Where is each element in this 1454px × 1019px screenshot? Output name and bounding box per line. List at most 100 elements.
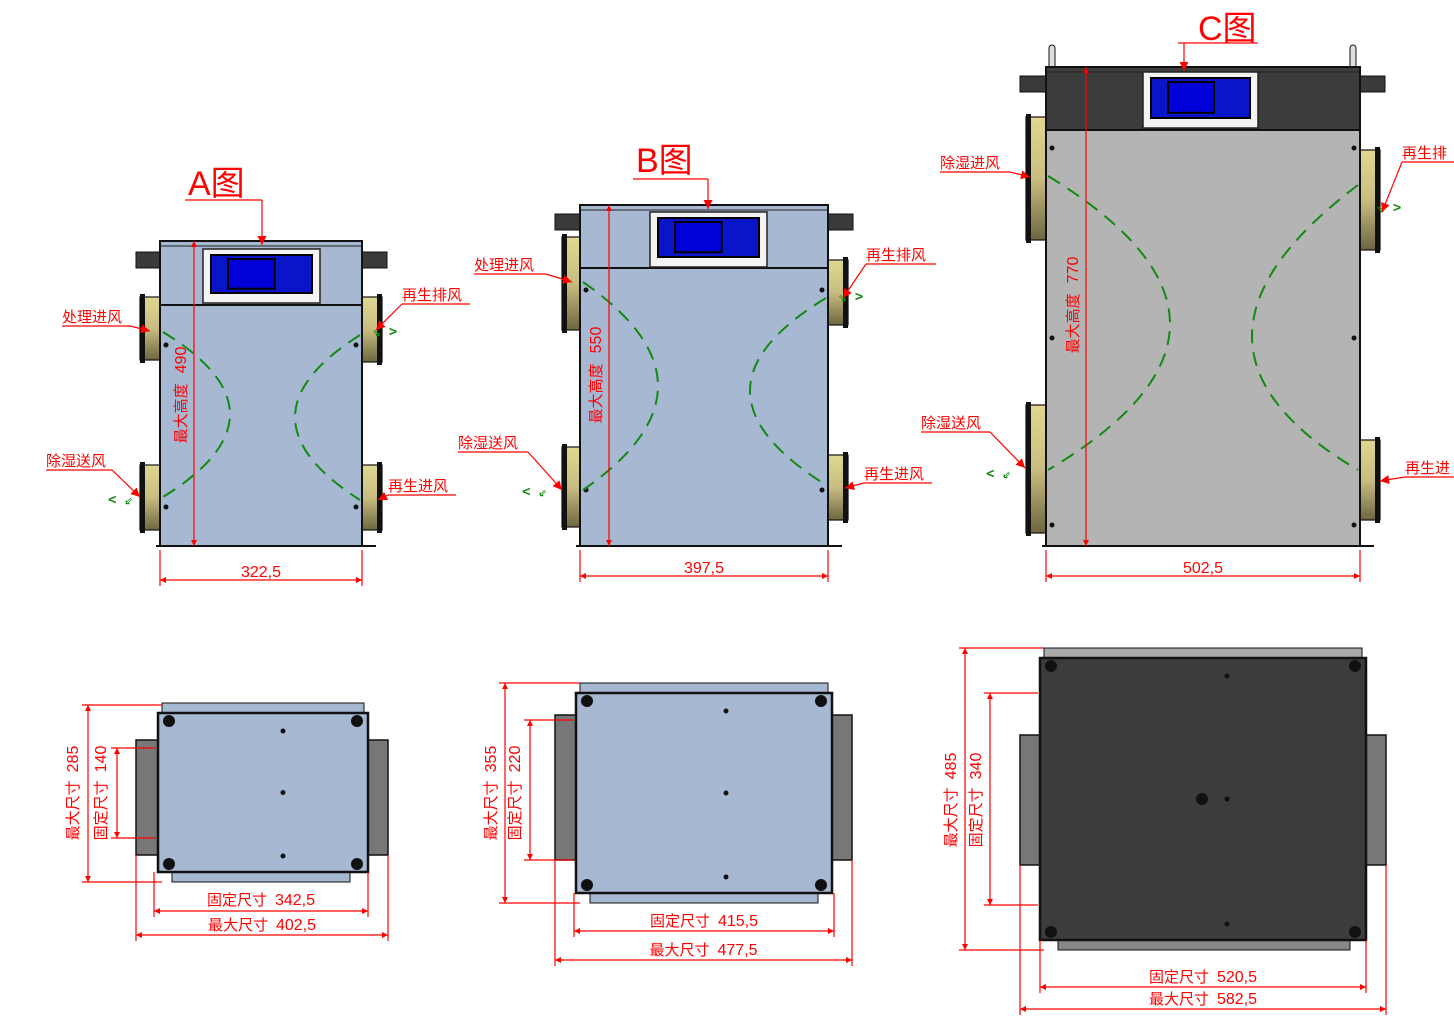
fixed-depth-text-value: 340 bbox=[968, 753, 985, 780]
airflow-path-right bbox=[294, 334, 361, 501]
unit-base bbox=[156, 711, 370, 874]
callout-bottom-right-text: 再生进风 bbox=[388, 477, 448, 495]
mounting-foot bbox=[1045, 926, 1057, 938]
callout-top-left: 处理进风 bbox=[474, 256, 573, 284]
max-depth-text: 最大尺寸285 bbox=[64, 746, 82, 841]
fixed-depth-text: 固定尺寸140 bbox=[92, 746, 110, 841]
height-dimension-text-label: 最大高度 bbox=[1064, 293, 1082, 353]
fixed-width-text-label: 固定尺寸 bbox=[1149, 968, 1209, 986]
mounting-foot bbox=[351, 858, 363, 870]
callout-top-left-text: 处理进风 bbox=[474, 256, 534, 274]
max-depth-text: 最大尺寸 355 bbox=[482, 746, 500, 841]
duct-flange bbox=[1026, 402, 1031, 536]
width-dimension-value: 502,5 bbox=[1183, 560, 1223, 577]
screw bbox=[353, 342, 359, 348]
callout-top-right-leader bbox=[842, 263, 867, 299]
max-depth-text-label: 最大尺寸 bbox=[482, 780, 500, 840]
max-width-text-label: 最大尺寸 bbox=[208, 916, 268, 934]
screw bbox=[1049, 522, 1055, 528]
screw bbox=[819, 287, 825, 293]
mount-bracket-left bbox=[554, 213, 581, 231]
base-strip bbox=[1057, 939, 1351, 951]
height-dimension-text: 最大高度490 bbox=[172, 347, 190, 444]
height-dimension-text-label: 最大高度 bbox=[587, 363, 605, 423]
fixed-width-text-value: 520,5 bbox=[1217, 969, 1257, 986]
display-window bbox=[227, 258, 276, 290]
fixed-width-text-value: 415,5 bbox=[718, 913, 758, 930]
mounting-foot bbox=[1349, 660, 1361, 672]
duct-flange bbox=[377, 462, 382, 533]
view-title: C图 bbox=[1198, 10, 1257, 48]
callout-bottom-right: 再生进风 bbox=[844, 465, 932, 491]
max-width-text-label: 最大尺寸 bbox=[1149, 990, 1209, 1008]
fixed-depth-text: 固定尺寸220 bbox=[506, 746, 524, 841]
height-dimension-text: 最大高度770 bbox=[1064, 257, 1082, 354]
airflow-out-arrow-icon: ⇘ > bbox=[1376, 200, 1401, 216]
callout-bottom-right-leader bbox=[1379, 475, 1406, 485]
callout-bottom-left-leader bbox=[527, 451, 563, 491]
duct-left-2 bbox=[561, 444, 581, 530]
fixed-width-text-value: 342,5 bbox=[275, 892, 315, 909]
mounting-foot bbox=[351, 715, 363, 727]
screw bbox=[1049, 335, 1055, 341]
screw bbox=[280, 853, 286, 859]
screw bbox=[353, 504, 359, 510]
airflow-out-arrow-icon: < ⇙ bbox=[986, 466, 1011, 482]
callout-top-right-text: 再生排风 bbox=[402, 286, 462, 304]
duct-flange bbox=[140, 462, 145, 533]
fixed-depth-text: 固定尺寸 340 bbox=[967, 753, 985, 848]
mount-bracket-left bbox=[135, 251, 161, 269]
callout-bottom-left: 除湿送风 bbox=[46, 452, 141, 498]
view-title: A图 bbox=[188, 165, 245, 203]
height-dimension-text: 最大高度 550 bbox=[587, 327, 605, 424]
duct-flange bbox=[1375, 437, 1380, 523]
screw bbox=[819, 487, 825, 493]
screw bbox=[1351, 335, 1357, 341]
screw bbox=[1224, 673, 1230, 679]
screw bbox=[723, 708, 729, 714]
mounting-foot bbox=[581, 695, 593, 707]
mounting-foot bbox=[1349, 926, 1361, 938]
callout-top-right: 再生排风 bbox=[842, 246, 936, 299]
height-dimension-text-value: 550 bbox=[588, 327, 605, 354]
airflow-path-left bbox=[1047, 175, 1171, 471]
unit-base bbox=[574, 691, 834, 895]
screw bbox=[1351, 522, 1357, 528]
width-dimension-value: 322,5 bbox=[241, 564, 281, 581]
callout-top-right-leader bbox=[375, 303, 403, 331]
airflow-out-arrow-icon: < ⇙ bbox=[522, 484, 547, 500]
mounting-foot bbox=[815, 695, 827, 707]
fixed-depth-text-label: 固定尺寸 bbox=[967, 787, 985, 847]
callout-top-right-text: 再生排 bbox=[1402, 144, 1447, 162]
mount-bracket-left bbox=[1019, 75, 1047, 93]
fixed-depth-text-value: 220 bbox=[507, 746, 524, 773]
callout-top-left-text: 除湿进风 bbox=[940, 154, 1000, 172]
width-dimension-value: 397,5 bbox=[684, 560, 724, 577]
max-depth-text-label: 最大尺寸 bbox=[942, 787, 960, 847]
duct-left-2 bbox=[1025, 402, 1047, 536]
max-depth-text: 最大尺寸485 bbox=[942, 753, 960, 848]
callout-top-left-leader bbox=[545, 273, 573, 284]
duct-left-1 bbox=[139, 294, 161, 363]
callout-top-left-leader bbox=[129, 324, 151, 334]
lifting-handle-right bbox=[1349, 44, 1357, 70]
duct-right-2 bbox=[361, 462, 383, 533]
display-window bbox=[1167, 81, 1215, 114]
airflow-out-arrow-icon: ⇘ > bbox=[838, 289, 863, 305]
max-depth-text-value: 355 bbox=[483, 746, 500, 773]
fixed-depth-text-value: 140 bbox=[93, 746, 110, 773]
max-depth-text-value: 285 bbox=[65, 746, 82, 773]
unit-body bbox=[1045, 66, 1361, 547]
max-width-text-label: 最大尺寸 bbox=[649, 941, 709, 959]
